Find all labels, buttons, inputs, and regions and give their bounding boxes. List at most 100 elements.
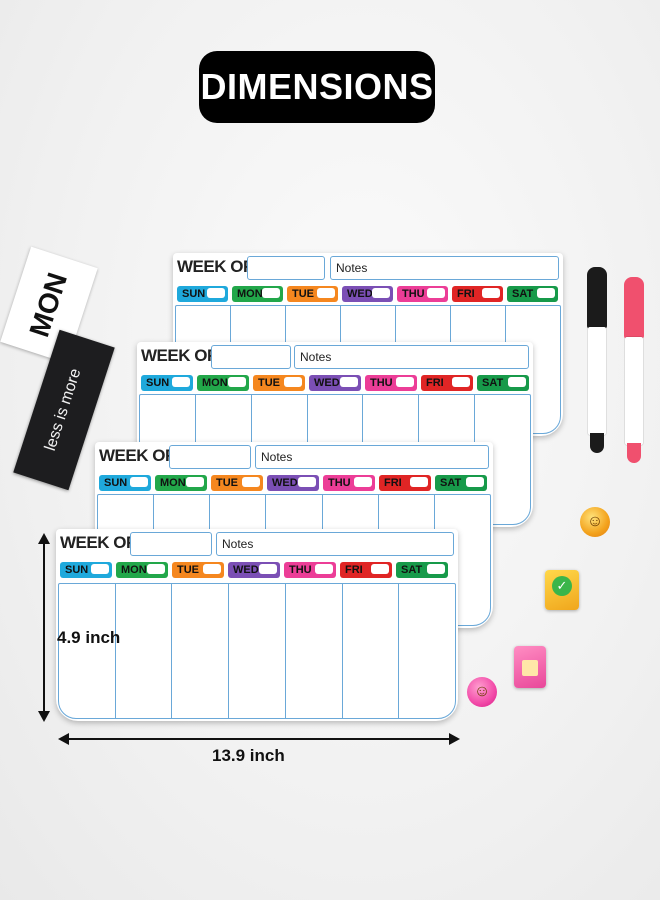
day-check-box — [396, 377, 414, 387]
notes-label: Notes — [336, 261, 368, 275]
less-card-text: less is more — [42, 366, 85, 454]
day-label: FRI — [384, 477, 402, 489]
notes-label: Notes — [261, 450, 293, 464]
day-pill-thu: THU — [397, 286, 448, 302]
day-check-box — [228, 377, 246, 387]
day-label: SAT — [512, 288, 534, 300]
day-label: TUE — [177, 564, 199, 576]
notes-field: Notes — [294, 345, 529, 369]
week-of-field — [130, 532, 212, 556]
cake-magnet-icon — [514, 646, 546, 688]
week-of-label: WEEK OF — [60, 533, 136, 552]
day-check-box — [259, 564, 277, 574]
notes-field: Notes — [216, 532, 454, 556]
day-pill-sat: SAT — [396, 562, 448, 578]
day-pill-fri: FRI — [379, 475, 431, 491]
day-label: FRI — [457, 288, 475, 300]
day-label: SAT — [440, 477, 462, 489]
day-pill-fri: FRI — [340, 562, 392, 578]
notes-field: Notes — [255, 445, 489, 469]
day-label: SAT — [482, 377, 504, 389]
day-label: MON — [202, 377, 228, 389]
day-row: SUN MON TUE WED THU FRI SAT — [60, 562, 452, 578]
day-pill-tue: TUE — [172, 562, 224, 578]
day-check-box — [427, 288, 445, 298]
day-label: SUN — [146, 377, 170, 389]
day-column — [59, 584, 116, 718]
day-label: MON — [121, 564, 147, 576]
day-label: SUN — [65, 564, 89, 576]
week-of-field — [169, 445, 251, 469]
day-label: THU — [370, 377, 393, 389]
day-label: SUN — [182, 288, 206, 300]
day-check-box — [354, 477, 372, 487]
day-pill-tue: TUE — [287, 286, 338, 302]
day-pill-wed: WED — [228, 562, 280, 578]
day-pill-wed: WED — [309, 375, 361, 391]
day-check-box — [172, 377, 190, 387]
day-pill-mon: MON — [232, 286, 283, 302]
day-check-box — [372, 288, 390, 298]
smiley-magnet-icon: ☺ — [580, 507, 610, 537]
weekly-planner-board-1: WEEK OF Notes SUN MON TUE WED THU FRI SAT — [56, 529, 458, 721]
day-check-box — [466, 477, 484, 487]
day-label: THU — [402, 288, 425, 300]
day-pill-tue: TUE — [211, 475, 263, 491]
day-column — [172, 584, 230, 718]
day-pill-wed: WED — [342, 286, 393, 302]
day-pill-sat: SAT — [507, 286, 558, 302]
day-check-box — [91, 564, 109, 574]
day-label: TUE — [216, 477, 238, 489]
day-label: FRI — [345, 564, 363, 576]
day-label: TUE — [258, 377, 280, 389]
day-check-box — [537, 288, 555, 298]
day-pill-mon: MON — [197, 375, 249, 391]
day-column — [116, 584, 173, 718]
day-label: SUN — [104, 477, 128, 489]
day-label: THU — [289, 564, 312, 576]
day-pill-fri: FRI — [452, 286, 503, 302]
day-pill-sun: SUN — [177, 286, 228, 302]
day-pill-sat: SAT — [435, 475, 487, 491]
day-check-box — [147, 564, 165, 574]
day-check-box — [186, 477, 204, 487]
week-of-field — [211, 345, 291, 369]
day-pill-wed: WED — [267, 475, 319, 491]
day-check-box — [482, 288, 500, 298]
day-pill-thu: THU — [323, 475, 375, 491]
day-label: MON — [237, 288, 263, 300]
day-label: THU — [328, 477, 351, 489]
width-arrow — [58, 733, 460, 745]
title-text: DIMENSIONS — [200, 66, 434, 107]
day-check-box — [452, 377, 470, 387]
day-check-box — [371, 564, 389, 574]
day-label: WED — [272, 477, 298, 489]
day-check-box — [284, 377, 302, 387]
day-check-box — [508, 377, 526, 387]
day-label: WED — [314, 377, 340, 389]
height-arrow — [38, 533, 50, 722]
day-check-box — [410, 477, 428, 487]
day-check-box — [317, 288, 335, 298]
day-check-box — [130, 477, 148, 487]
day-pill-tue: TUE — [253, 375, 305, 391]
day-check-box — [262, 288, 280, 298]
day-column — [229, 584, 286, 718]
day-check-box — [315, 564, 333, 574]
day-check-box — [203, 564, 221, 574]
day-grid — [58, 583, 456, 719]
day-check-box — [242, 477, 260, 487]
day-label: SAT — [401, 564, 423, 576]
mon-card-text: MON — [23, 268, 74, 341]
day-pill-thu: THU — [284, 562, 336, 578]
day-pill-mon: MON — [116, 562, 168, 578]
day-label: FRI — [426, 377, 444, 389]
day-check-box — [340, 377, 358, 387]
pink-smiley-magnet-icon: ☺ — [467, 677, 497, 707]
height-label: 4.9 inch — [57, 628, 121, 647]
day-pill-thu: THU — [365, 375, 417, 391]
day-column — [343, 584, 400, 718]
week-of-label: WEEK OF — [141, 346, 217, 365]
width-label: 13.9 inch — [212, 746, 285, 765]
